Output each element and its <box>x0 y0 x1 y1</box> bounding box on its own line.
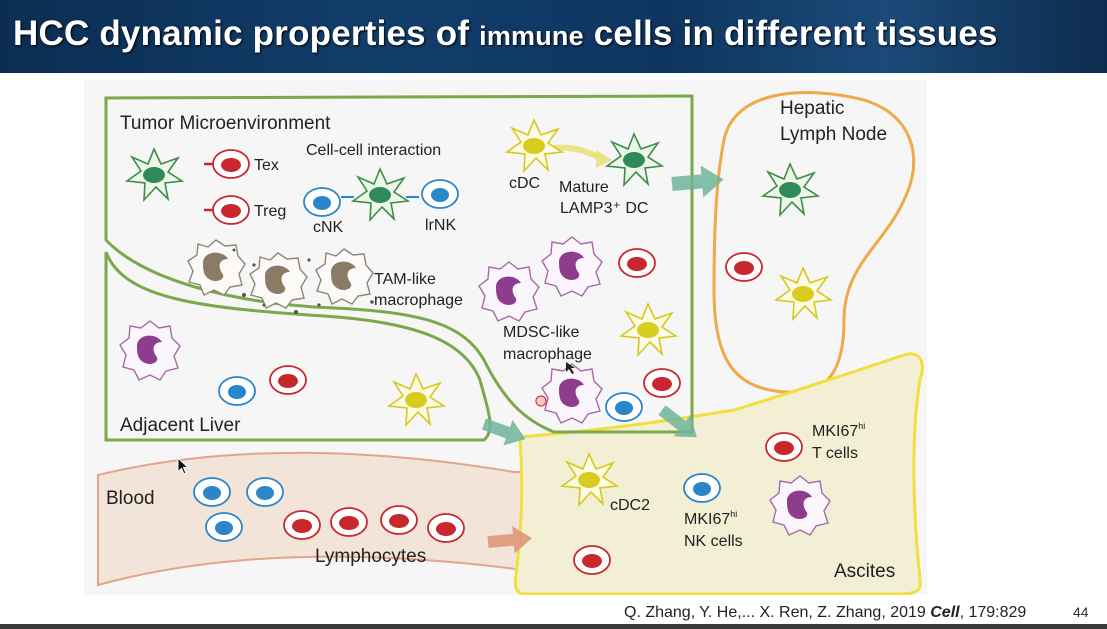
tam-macrophage-3 <box>315 248 374 305</box>
citation-ref: , 179:829 <box>959 604 1027 621</box>
t-cell-blood-4 <box>427 513 465 543</box>
mature-lamp3-dc-cell <box>606 133 663 186</box>
t-cell-liver <box>269 365 307 395</box>
t-cell-tumor-2 <box>643 368 681 398</box>
yellow-dc-lymph-node <box>775 267 832 320</box>
nk-cell-tumor <box>605 392 643 422</box>
slide-title: HCC dynamic properties of immune cells i… <box>13 14 998 54</box>
label-mki67-t: MKI67hi <box>812 421 865 440</box>
t-cell-blood-1 <box>283 510 321 540</box>
title-small-word: immune <box>479 21 584 51</box>
t-cell-blood-2 <box>330 507 368 537</box>
tumor-microenvironment-region <box>104 94 694 434</box>
dc-cell-interaction <box>352 168 409 221</box>
label-tam-macrophage: macrophage <box>374 292 463 309</box>
dc-cell-lymph-node <box>762 163 819 216</box>
nk-cell-blood-3 <box>205 512 243 542</box>
label-mature: Mature <box>559 179 609 196</box>
tex-cell <box>212 149 250 179</box>
macrophage-tumor-1 <box>478 261 540 322</box>
adjacent-liver-region <box>104 251 492 442</box>
label-blood: Blood <box>106 488 155 509</box>
arrow-cdc-maturation-head <box>596 150 612 168</box>
treg-cell <box>212 195 250 225</box>
page-number: 44 <box>1073 604 1089 620</box>
small-cursor-icon <box>566 362 575 374</box>
label-mki67-nk: MKI67hi <box>684 509 737 528</box>
small-red-dot <box>535 395 547 407</box>
label-nk-cells: NK cells <box>684 533 743 550</box>
bottom-bar <box>0 624 1107 629</box>
label-tam-like: TAM-like <box>374 271 436 288</box>
label-mdsc-like: MDSC-like <box>503 324 580 341</box>
dc-cell-tumor <box>126 148 183 201</box>
title-part1: HCC dynamic properties of <box>13 14 480 53</box>
t-cell-ascites <box>573 545 611 575</box>
label-adjacent-liver: Adjacent Liver <box>120 415 241 436</box>
label-cdc: cDC <box>509 175 540 192</box>
t-cell-lymph-node <box>725 252 763 282</box>
citation-journal: Cell <box>930 604 960 621</box>
yellow-dc-liver <box>388 373 445 426</box>
ascites-region <box>513 352 924 596</box>
label-lymph-node: Lymph Node <box>780 124 887 145</box>
mouse-cursor-icon <box>177 457 190 475</box>
macrophage-tumor-2 <box>541 236 603 297</box>
label-cell-cell-interaction: Cell-cell interaction <box>306 142 441 159</box>
nk-cell-liver <box>218 376 256 406</box>
label-hepatic: Hepatic <box>780 98 844 119</box>
t-cell-blood-3 <box>380 505 418 535</box>
title-banner: HCC dynamic properties of immune cells i… <box>0 0 1107 73</box>
label-t-cells: T cells <box>812 445 858 462</box>
tam-particles <box>232 248 374 314</box>
label-cdc2: cDC2 <box>610 497 650 514</box>
label-ascites: Ascites <box>834 561 895 582</box>
label-lymphocytes: Lymphocytes <box>315 546 426 567</box>
citation-authors: Q. Zhang, Y. He,... X. Ren, Z. Zhang, 20… <box>624 604 931 621</box>
label-tex: Tex <box>254 157 279 174</box>
t-cell-tumor-1 <box>618 248 656 278</box>
mki67-t-cell <box>765 432 803 462</box>
cnk-cell <box>303 187 341 217</box>
hepatic-lymph-node-region <box>712 91 916 394</box>
label-mdsc-macrophage: macrophage <box>503 346 592 363</box>
immune-diagram: Tumor Microenvironment Tex Treg Cell-cel… <box>97 91 924 596</box>
title-part2: cells in different tissues <box>583 14 998 53</box>
mki67-nk-cell <box>683 473 721 503</box>
label-cnk: cNK <box>313 219 344 236</box>
citation: Q. Zhang, Y. He,... X. Ren, Z. Zhang, 20… <box>624 604 1026 622</box>
nk-cell-blood-1 <box>193 477 231 507</box>
nk-cell-blood-2 <box>246 477 284 507</box>
figure-panel: Tumor Microenvironment Tex Treg Cell-cel… <box>84 80 927 596</box>
yellow-dc-tumor <box>620 303 677 356</box>
macrophage-liver <box>119 320 181 381</box>
label-irnk: lrNK <box>425 217 456 234</box>
label-lamp3-dc: LAMP3⁺ DC <box>560 200 648 217</box>
irnk-cell <box>421 179 459 209</box>
label-tumor-microenvironment: Tumor Microenvironment <box>120 113 331 134</box>
label-treg: Treg <box>254 203 286 220</box>
